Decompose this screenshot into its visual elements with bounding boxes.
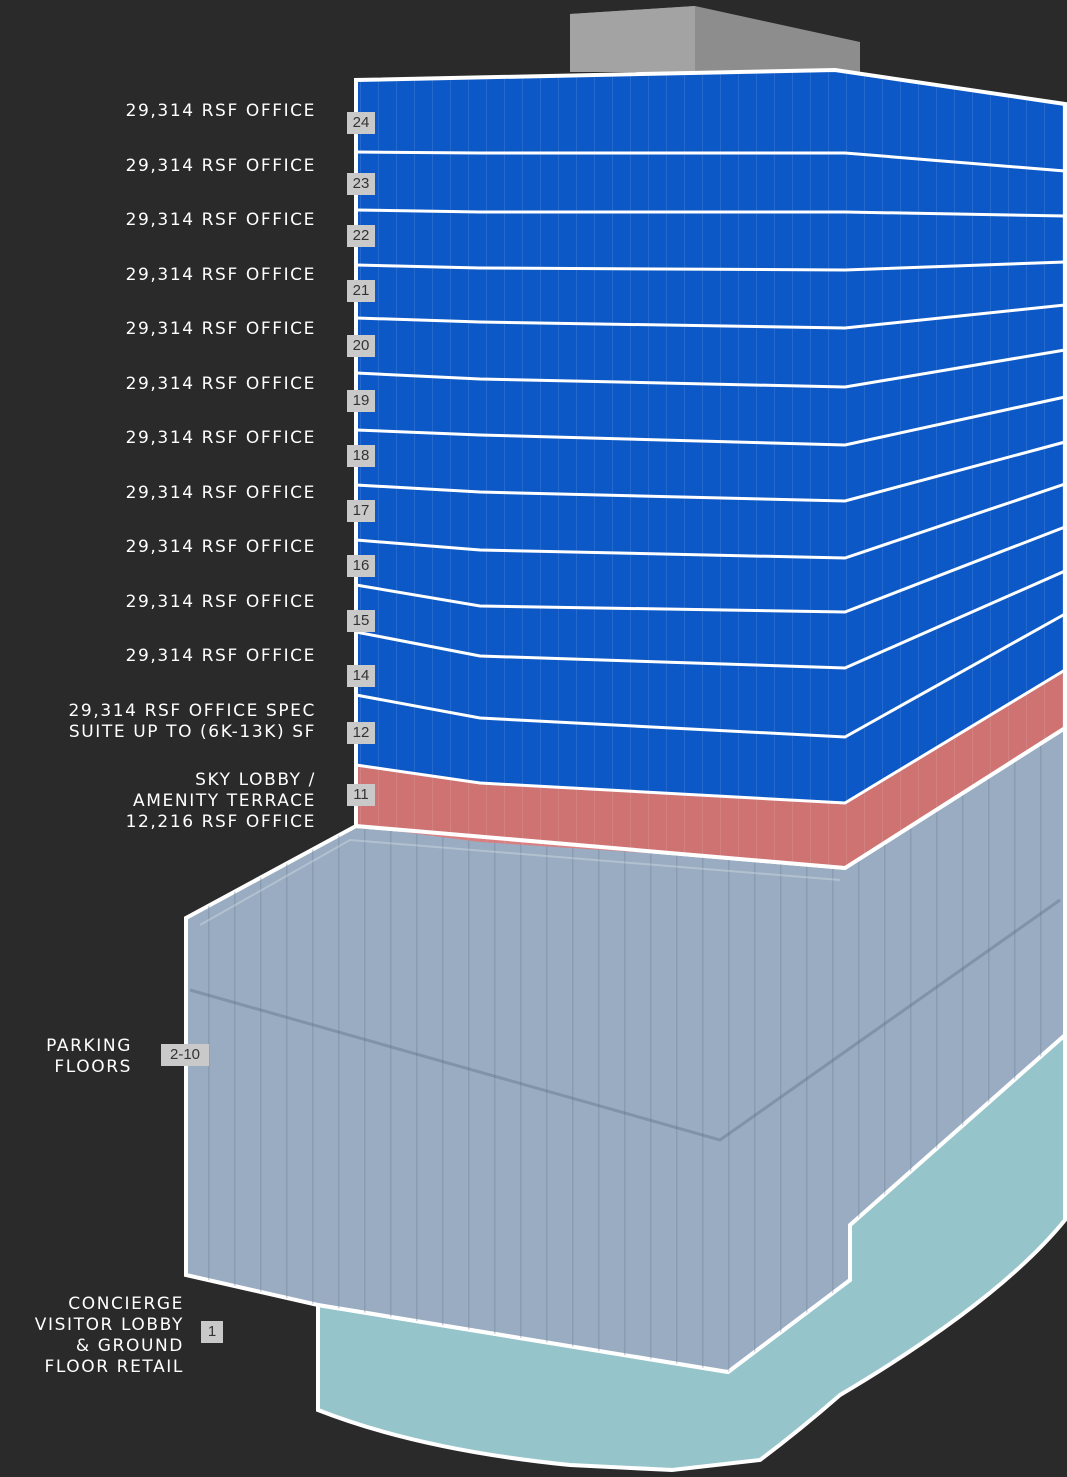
floor-label-15: 29,314 RSF OFFICE [125, 592, 316, 612]
floor-number-tag-23: 23 [347, 173, 375, 195]
floor-number-tag-19: 19 [347, 390, 375, 412]
floor-label-19: 29,314 RSF OFFICE [125, 374, 316, 394]
floor-divider [355, 612, 1066, 739]
floor-divider [355, 348, 1066, 389]
floor-divider [355, 395, 1066, 447]
parking-label: PARKING FLOORS [46, 1036, 132, 1077]
floor-glass-17 [356, 442, 1065, 558]
floor-number-tag-24: 24 [347, 112, 375, 134]
floor-label-17: 29,314 RSF OFFICE [125, 483, 316, 503]
floor-divider [355, 440, 1066, 503]
floor-number-tag-21: 21 [347, 280, 375, 302]
floor-glass-16 [356, 484, 1065, 612]
floor-number-tag-22: 22 [347, 225, 375, 247]
floor-label-16: 29,314 RSF OFFICE [125, 537, 316, 557]
floor-glass-23 [356, 152, 1065, 216]
floor-number-tag-11: 11 [347, 784, 375, 806]
tower-floors [356, 70, 1065, 866]
floor-divider [355, 303, 1066, 330]
floor-number-tag-18: 18 [347, 445, 375, 467]
tower-outline [354, 67, 1067, 871]
floor-divider [355, 482, 1066, 560]
floor-glass-24 [356, 70, 1065, 171]
floor-glass-22 [356, 210, 1065, 270]
floor-number-tag-14: 14 [347, 665, 375, 687]
floor-glass-11 [356, 670, 1065, 866]
rooftop-mechanical [570, 6, 860, 72]
floor-divider [355, 668, 1066, 805]
floor-divider [355, 260, 1066, 272]
ground-floor-retail [316, 1030, 1067, 1473]
floor-dividers [355, 150, 1066, 805]
floor-number-tag-12: 12 [347, 722, 375, 744]
floor-divider [355, 525, 1066, 614]
floor-number-tag-15: 15 [347, 610, 375, 632]
floor-label-23: 29,314 RSF OFFICE [125, 156, 316, 176]
floor-glass-14 [356, 571, 1065, 737]
floor-divider [355, 150, 1066, 173]
floor-label-18: 29,314 RSF OFFICE [125, 428, 316, 448]
floor-glass-21 [356, 262, 1065, 328]
floor-glass-19 [356, 350, 1065, 445]
floor-label-22: 29,314 RSF OFFICE [125, 210, 316, 230]
floor-glass-18 [356, 397, 1065, 501]
floor-number-tag-16: 16 [347, 555, 375, 577]
floor-label-21: 29,314 RSF OFFICE [125, 265, 316, 285]
floor-label-24: 29,314 RSF OFFICE [125, 101, 316, 121]
floor-label-14: 29,314 RSF OFFICE [125, 646, 316, 666]
floor-number-tag-17: 17 [347, 500, 375, 522]
ground-number-tag: 1 [201, 1321, 223, 1343]
floor-divider [355, 569, 1066, 670]
floor-glass-12 [356, 614, 1065, 803]
floor-glass-15 [356, 527, 1065, 668]
parking-number-tag: 2-10 [161, 1044, 209, 1066]
floor-label-12: 29,314 RSF OFFICE SPEC SUITE UP TO (6K-1… [68, 701, 316, 742]
floor-number-tag-20: 20 [347, 335, 375, 357]
floor-glass-20 [356, 305, 1065, 387]
ground-floor-label: CONCIERGE VISITOR LOBBY & GROUND FLOOR R… [34, 1294, 184, 1377]
floor-label-20: 29,314 RSF OFFICE [125, 319, 316, 339]
parking-podium [184, 724, 1067, 1375]
floor-divider [355, 208, 1066, 218]
floor-label-11: SKY LOBBY / AMENITY TERRACE 12,216 RSF O… [125, 770, 316, 832]
